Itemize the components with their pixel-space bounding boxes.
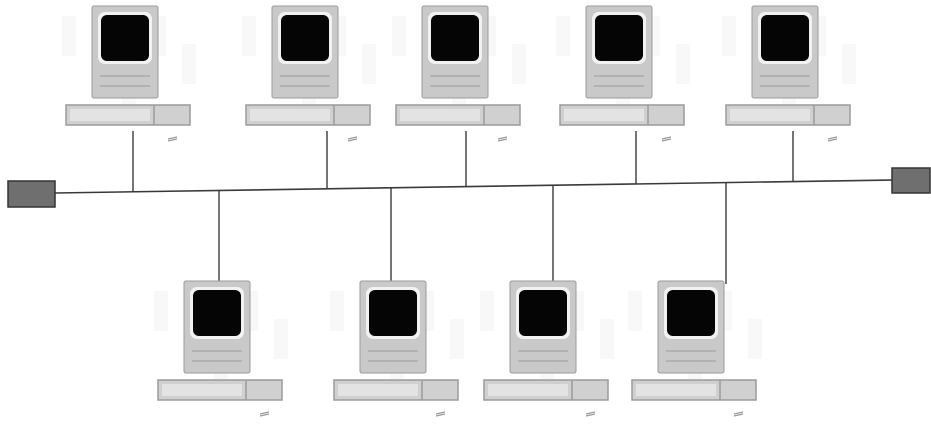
computer-top-3-icon	[392, 5, 526, 142]
computer-bottom-4-icon	[628, 280, 762, 417]
bus-cable-line	[54, 179, 893, 194]
computer-top-2-icon	[242, 5, 376, 142]
mouse-icon	[497, 136, 508, 142]
mouse-icon	[827, 136, 838, 142]
mouse-icon	[435, 411, 446, 417]
computers	[62, 5, 856, 417]
mouse-icon	[167, 136, 178, 142]
mouse-icon	[585, 411, 596, 417]
computer-top-1-icon	[62, 5, 196, 142]
bus-backbone	[54, 179, 893, 194]
terminator-right-icon	[891, 167, 931, 194]
mouse-icon	[259, 411, 270, 417]
terminator-left-icon	[7, 180, 56, 208]
mouse-icon	[733, 411, 744, 417]
computer-bottom-1-icon	[154, 280, 288, 417]
terminators	[7, 167, 931, 208]
computer-top-5-icon	[722, 5, 856, 142]
drop-lines	[132, 131, 794, 284]
mouse-icon	[661, 136, 672, 142]
computer-bottom-2-icon	[330, 280, 464, 417]
mouse-icon	[347, 136, 358, 142]
computer-top-4-icon	[556, 5, 690, 142]
computer-bottom-3-icon	[480, 280, 614, 417]
